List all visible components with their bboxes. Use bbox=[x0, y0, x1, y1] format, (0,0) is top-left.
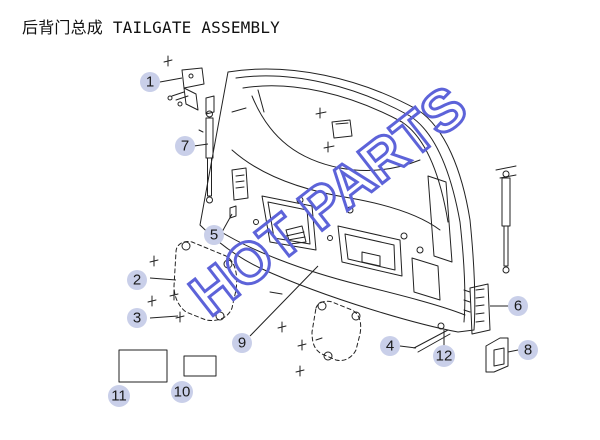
callout-5: 5 bbox=[204, 225, 224, 245]
svg-text:1: 1 bbox=[146, 74, 154, 91]
callout-10: 10 bbox=[171, 381, 193, 403]
callout-6: 6 bbox=[508, 296, 528, 316]
callout-4: 4 bbox=[380, 336, 400, 356]
callout-7: 7 bbox=[175, 136, 195, 156]
svg-text:4: 4 bbox=[386, 338, 394, 355]
left-gas-strut bbox=[198, 110, 214, 204]
tailgate-panel bbox=[199, 68, 476, 333]
diagram-title: 后背门总成 TAILGATE ASSEMBLY bbox=[22, 18, 280, 37]
svg-text:9: 9 bbox=[238, 335, 246, 352]
callout-3: 3 bbox=[127, 308, 147, 328]
label-part-10 bbox=[183, 355, 217, 377]
upper-hinge bbox=[163, 55, 215, 115]
callout-12: 12 bbox=[433, 345, 455, 367]
callout-8: 8 bbox=[518, 340, 538, 360]
svg-text:7: 7 bbox=[181, 138, 189, 155]
lower-trim-panel bbox=[311, 300, 362, 361]
label-part-11 bbox=[118, 349, 168, 383]
callout-1: 1 bbox=[140, 72, 160, 92]
callout-2: 2 bbox=[127, 270, 147, 290]
bracket-8 bbox=[485, 337, 509, 373]
callout-9: 9 bbox=[232, 333, 252, 353]
rod-4 bbox=[413, 322, 451, 353]
left-trim-panel bbox=[173, 241, 238, 321]
left-bracket bbox=[229, 167, 249, 219]
svg-text:3: 3 bbox=[133, 310, 141, 327]
svg-text:6: 6 bbox=[514, 298, 522, 315]
clips bbox=[147, 255, 323, 377]
svg-text:5: 5 bbox=[210, 227, 218, 244]
door-hinge bbox=[315, 107, 353, 153]
svg-text:11: 11 bbox=[111, 388, 127, 405]
callout-11: 11 bbox=[108, 385, 130, 407]
side-trim bbox=[463, 283, 491, 335]
watermark: HOT PARTS bbox=[178, 73, 479, 328]
right-gas-strut bbox=[495, 165, 517, 274]
svg-text:2: 2 bbox=[133, 272, 141, 289]
svg-text:8: 8 bbox=[524, 342, 532, 359]
svg-text:12: 12 bbox=[436, 348, 453, 365]
svg-text:10: 10 bbox=[174, 384, 191, 401]
